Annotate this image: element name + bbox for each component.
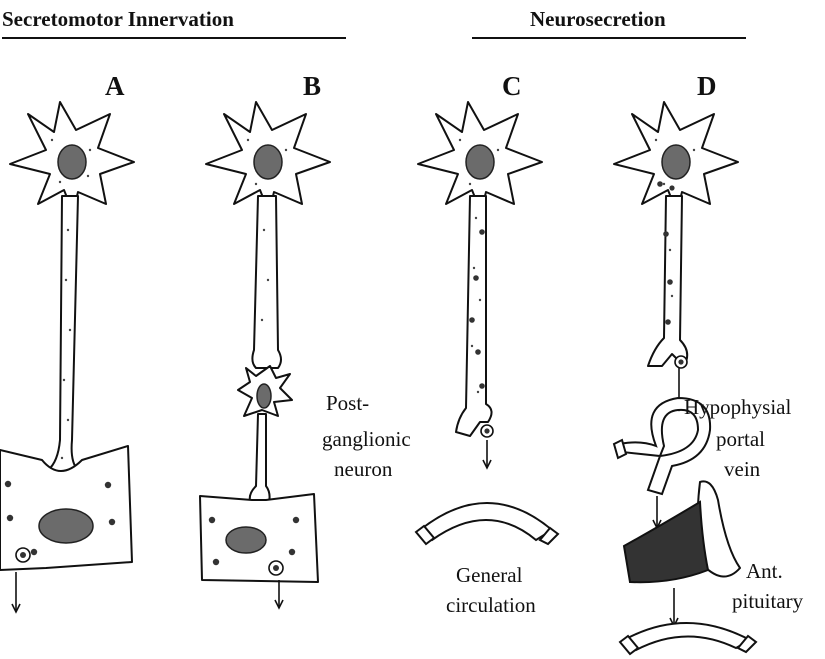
pituitary-dark-lobe xyxy=(624,502,708,582)
panel-d: Hypophysial portal vein Ant. pituitary xyxy=(614,102,804,654)
neuron-a xyxy=(10,102,134,477)
label-hypophysial-line1: Hypophysial xyxy=(684,395,791,419)
label-ant-pituitary-line1: Ant. xyxy=(746,559,783,583)
neuron-d xyxy=(614,102,738,368)
panel-b: Post- ganglionic neuron xyxy=(200,102,411,608)
axon-a xyxy=(48,196,78,477)
release-arrow-d3 xyxy=(670,588,678,626)
effector-nucleus-b xyxy=(226,527,266,553)
label-postganglionic-line2: ganglionic xyxy=(322,427,411,451)
label-hypophysial-line3: vein xyxy=(724,457,761,481)
neuron-c xyxy=(418,102,542,437)
release-arrow-d2 xyxy=(653,496,661,528)
panel-c: General circulation xyxy=(416,102,558,617)
nucleus-b xyxy=(254,145,282,179)
header-secretomotor-text: Secretomotor Innervation xyxy=(2,7,234,31)
postganglionic-nucleus xyxy=(257,384,271,408)
effector-cell-b xyxy=(200,494,318,582)
release-arrow-b xyxy=(275,580,283,608)
postganglionic-axon xyxy=(250,414,270,506)
effector-nucleus-a xyxy=(39,509,93,543)
label-hypophysial-line2: portal xyxy=(716,427,765,451)
header-neurosecretion-text: Neurosecretion xyxy=(530,7,666,31)
nucleus-d xyxy=(662,145,690,179)
neuron-b xyxy=(206,102,330,368)
label-general-circulation: General circulation xyxy=(446,563,536,617)
axon-c xyxy=(456,196,492,436)
label-ant-pituitary: Ant. pituitary xyxy=(732,559,804,613)
label-ant-pituitary-line2: pituitary xyxy=(732,589,804,613)
axon-b xyxy=(252,196,281,368)
anterior-pituitary xyxy=(624,481,740,582)
release-arrow-c xyxy=(483,440,491,468)
nucleus-a xyxy=(58,145,86,179)
label-general-circulation-line2: circulation xyxy=(446,593,536,617)
panel-label-c: C xyxy=(502,71,522,101)
panel-label-b: B xyxy=(303,71,321,101)
label-general-circulation-line1: General xyxy=(456,563,523,587)
label-postganglionic-neuron: Post- ganglionic neuron xyxy=(322,391,411,481)
header-secretomotor: Secretomotor Innervation xyxy=(2,7,346,38)
nucleus-c xyxy=(466,145,494,179)
general-circulation-vessel-d xyxy=(620,623,756,654)
label-postganglionic-line3: neuron xyxy=(334,457,393,481)
label-postganglionic-line1: Post- xyxy=(326,391,369,415)
header-neurosecretion: Neurosecretion xyxy=(472,7,746,38)
panel-label-a: A xyxy=(105,71,125,101)
panel-a xyxy=(0,102,134,612)
postganglionic-neuron xyxy=(238,366,292,506)
panel-label-d: D xyxy=(697,71,717,101)
release-arrow-a xyxy=(12,572,20,612)
general-circulation-vessel xyxy=(416,503,558,544)
